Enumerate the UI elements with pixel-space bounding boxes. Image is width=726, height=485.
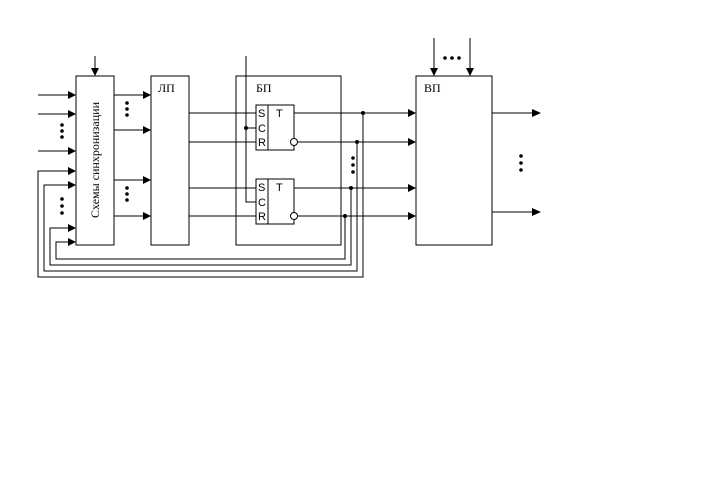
ellipsis-dot bbox=[443, 56, 447, 60]
trigger-2-t: T bbox=[276, 182, 283, 194]
sync-input-arrow bbox=[68, 147, 76, 155]
sync-to-lp-arrow bbox=[143, 126, 151, 134]
ellipsis-dot bbox=[125, 192, 129, 196]
ellipsis-dot bbox=[60, 135, 64, 139]
trigger-1-t: T bbox=[276, 108, 283, 120]
ellipsis-dot bbox=[457, 56, 461, 60]
trigger-1 bbox=[255, 104, 295, 151]
sync-to-lp-arrow bbox=[143, 91, 151, 99]
feedback-line bbox=[37, 113, 364, 278]
bp-to-vp-arrow bbox=[408, 212, 416, 220]
bp-to-vp-arrow bbox=[408, 184, 416, 192]
ellipsis-dot bbox=[60, 123, 64, 127]
feedback-line bbox=[55, 216, 346, 260]
vp-top-input-arrow bbox=[430, 68, 438, 76]
sync-block-label: Схемы синхронизации bbox=[88, 101, 102, 218]
trigger-2-r: R bbox=[258, 211, 266, 223]
vp-output-arrow bbox=[532, 208, 541, 216]
vp-block-label: ВП bbox=[424, 81, 441, 95]
ellipsis-dot bbox=[60, 197, 64, 201]
ellipsis-dot bbox=[125, 113, 129, 117]
junction-dot bbox=[361, 111, 365, 115]
ellipsis-dot bbox=[351, 163, 355, 167]
feedback-line bbox=[43, 142, 358, 272]
ellipsis-dot bbox=[519, 154, 523, 158]
ellipsis-dot bbox=[125, 198, 129, 202]
trigger-2-inverse-output bbox=[290, 212, 298, 220]
lp-block-label: ЛП bbox=[158, 81, 175, 95]
vp-output-arrow bbox=[532, 109, 541, 117]
trigger-2 bbox=[255, 178, 295, 225]
sync-to-lp-arrow bbox=[143, 176, 151, 184]
sync-to-lp-arrow bbox=[143, 212, 151, 220]
feedback-arrow bbox=[68, 238, 76, 246]
trigger-1-r: R bbox=[258, 137, 266, 149]
trigger-1-inverse-output bbox=[290, 138, 298, 146]
feedback-arrow bbox=[68, 224, 76, 232]
ellipsis-dot bbox=[351, 170, 355, 174]
ellipsis-dot bbox=[125, 186, 129, 190]
trigger-1-c: C bbox=[258, 123, 266, 135]
bp-to-vp-arrow bbox=[408, 138, 416, 146]
trigger-2-s: S bbox=[258, 182, 265, 194]
bp-block-label: БП bbox=[256, 81, 272, 95]
bp-to-vp-arrow bbox=[408, 109, 416, 117]
ellipsis-dot bbox=[519, 161, 523, 165]
junction-dot bbox=[355, 140, 359, 144]
ellipsis-dot bbox=[351, 156, 355, 160]
feedback-line bbox=[49, 188, 352, 266]
feedback-arrow bbox=[68, 181, 76, 189]
ellipsis-dot bbox=[60, 129, 64, 133]
sync-input-arrow bbox=[68, 91, 76, 99]
feedback-arrow bbox=[68, 167, 76, 175]
ellipsis-dot bbox=[60, 204, 64, 208]
vp-block bbox=[415, 75, 493, 246]
junction-dot bbox=[349, 186, 353, 190]
ellipsis-dot bbox=[125, 101, 129, 105]
sync-top-input-arrow bbox=[91, 68, 99, 76]
ellipsis-dot bbox=[60, 211, 64, 215]
ellipsis-dot bbox=[519, 168, 523, 172]
clock-line bbox=[245, 128, 256, 203]
sync-input-arrow bbox=[68, 110, 76, 118]
trigger-2-c: C bbox=[258, 197, 266, 209]
sync-block bbox=[75, 75, 115, 246]
vp-top-input-arrow bbox=[466, 68, 474, 76]
trigger-1-s: S bbox=[258, 108, 265, 120]
ellipsis-dot bbox=[450, 56, 454, 60]
lp-block bbox=[150, 75, 190, 246]
junction-dot bbox=[343, 214, 347, 218]
ellipsis-dot bbox=[125, 107, 129, 111]
